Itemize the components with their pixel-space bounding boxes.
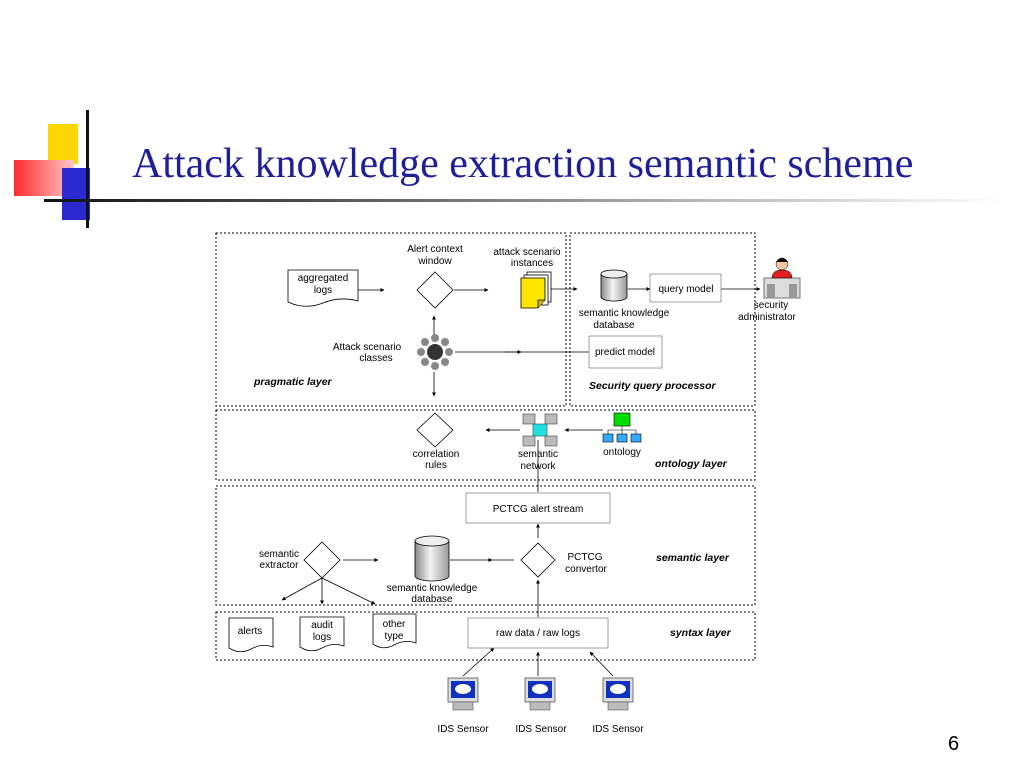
audit-logs-document: audit logs — [299, 616, 345, 652]
slide-title: Attack knowledge extraction semantic sch… — [132, 141, 914, 187]
alerts-label: alerts — [238, 626, 262, 637]
aggregated-logs-line2: logs — [314, 285, 332, 296]
other-type-document: other type — [372, 613, 417, 649]
alert-context-line1: Alert context — [407, 244, 463, 255]
alert-context-line2: window — [417, 256, 452, 267]
semantic-network-line2: network — [520, 461, 556, 472]
correlation-rules-line2: rules — [425, 460, 447, 471]
semantic-extractor-line1: semantic — [259, 549, 299, 560]
other-type-line1: other — [383, 619, 406, 630]
pctcg-alert-stream-box: PCTCG alert stream — [465, 492, 611, 524]
deco-horizontal-line — [44, 199, 1004, 202]
aggregated-logs-line1: aggregated — [298, 273, 349, 284]
semantic-extractor-decision: semantic extractor — [259, 541, 341, 579]
semantic-kb-top-line2: database — [593, 320, 635, 331]
pctcg-convertor-decision: PCTCG convertor — [520, 542, 608, 578]
query-model-label: query model — [658, 284, 713, 295]
page-number: 6 — [948, 733, 960, 755]
semantic-kb-mid-line1: semantic knowledge — [387, 583, 478, 594]
syntax-layer-label: syntax layer — [670, 627, 732, 639]
ids-sensor-1: IDS Sensor — [437, 677, 489, 735]
semantic-kb-mid-cylinder: semantic knowledge database — [387, 535, 478, 605]
attack-scenario-instances-line2: instances — [511, 258, 553, 269]
alerts-document: alerts — [228, 617, 274, 653]
ids-sensor-3-label: IDS Sensor — [592, 724, 644, 735]
semantic-kb-top-cylinder: semantic knowledge database — [579, 269, 670, 331]
attack-scenario-classes-line2: classes — [359, 353, 392, 364]
deco-vertical-line — [86, 110, 89, 228]
security-query-box — [569, 232, 756, 407]
connectors — [281, 287, 761, 677]
predict-model-box: predict model — [588, 335, 663, 369]
ids-sensor-3: IDS Sensor — [592, 677, 644, 735]
alert-context-window-decision: Alert context window — [407, 244, 463, 309]
semantic-extractor-line2: extractor — [260, 560, 300, 571]
attack-scenario-classes-line1: Attack scenario — [333, 342, 402, 353]
attack-scenario-instances-icon: attack scenario instances — [493, 247, 561, 309]
semantic-layer-label: semantic layer — [656, 552, 730, 564]
ontology-layer-box — [215, 409, 756, 481]
attack-scenario-classes-icon: Attack scenario classes — [333, 334, 453, 370]
ontology-icon: ontology — [602, 412, 642, 458]
audit-logs-line1: audit — [311, 620, 333, 631]
pragmatic-layer-label: pragmatic layer — [253, 376, 333, 388]
query-model-box: query model — [649, 273, 722, 303]
deco-blue-square — [62, 168, 90, 220]
raw-data-box: raw data / raw logs — [467, 617, 609, 649]
syntax-layer-box — [215, 611, 756, 661]
attack-scenario-instances-line1: attack scenario — [493, 247, 561, 258]
security-query-label: Security query processor — [589, 380, 717, 392]
pctcg-alert-stream-label: PCTCG alert stream — [493, 504, 584, 515]
pctcg-convertor-line2: convertor — [565, 564, 607, 575]
predict-model-label: predict model — [595, 347, 655, 358]
semantic-layer-box — [215, 485, 756, 606]
ids-sensor-1-label: IDS Sensor — [437, 724, 489, 735]
ids-sensor-2-label: IDS Sensor — [515, 724, 567, 735]
ids-sensor-2: IDS Sensor — [515, 677, 567, 735]
ontology-label: ontology — [603, 447, 641, 458]
ontology-layer-label: ontology layer — [655, 458, 728, 470]
correlation-rules-line1: correlation — [413, 449, 460, 460]
semantic-kb-top-line1: semantic knowledge — [579, 308, 670, 319]
security-administrator-icon: security administrator — [738, 257, 801, 323]
aggregated-logs-document: aggregated logs — [287, 269, 359, 307]
raw-data-label: raw data / raw logs — [496, 628, 580, 639]
semantic-network-icon: semantic network — [518, 413, 558, 472]
other-type-line2: type — [385, 631, 404, 642]
pctcg-convertor-line1: PCTCG — [568, 552, 603, 563]
correlation-rules-decision: correlation rules — [413, 412, 460, 471]
audit-logs-line2: logs — [313, 632, 331, 643]
semantic-network-line1: semantic — [518, 449, 558, 460]
pragmatic-layer-box — [215, 232, 567, 407]
deco-yellow-square — [48, 124, 78, 164]
semantic-kb-mid-line2: database — [411, 594, 453, 605]
security-admin-line2: administrator — [738, 312, 796, 323]
security-admin-line1: security — [754, 300, 788, 311]
